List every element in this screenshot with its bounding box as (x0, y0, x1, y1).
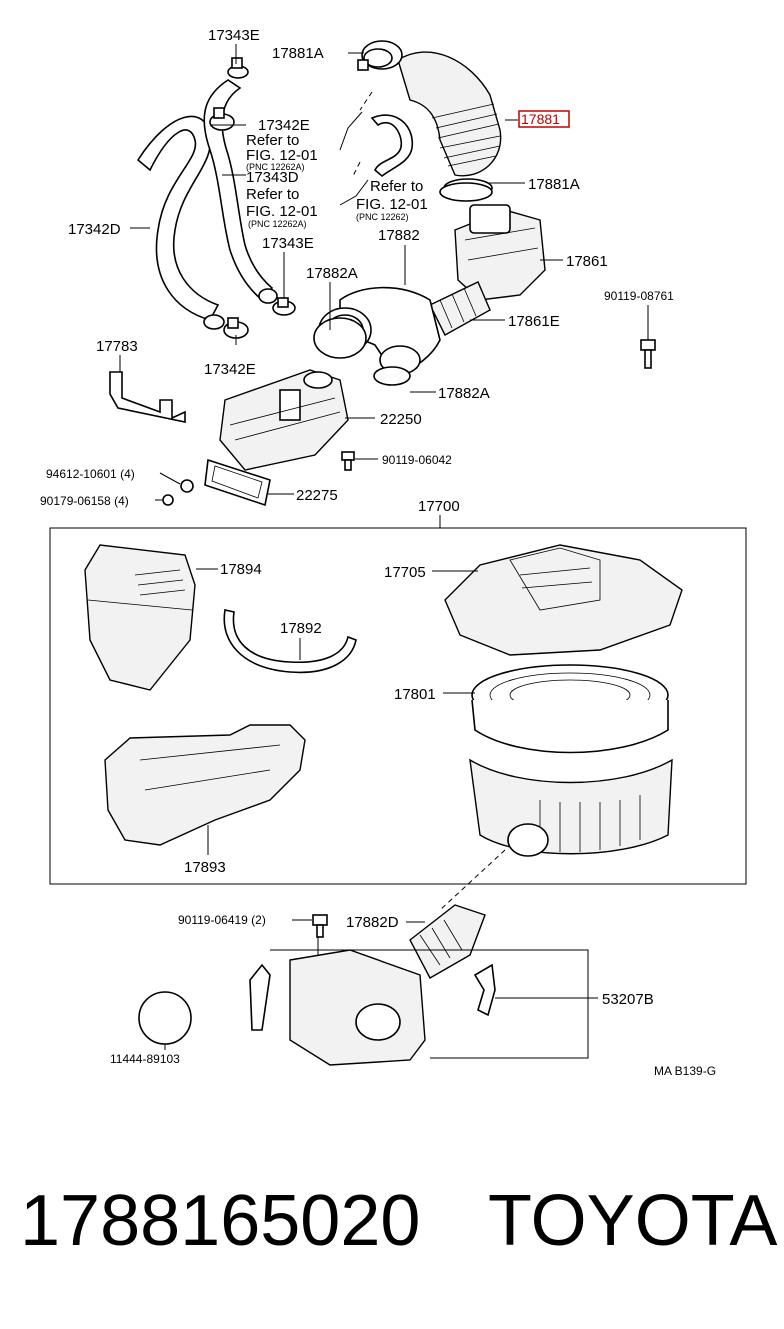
clamp-17343e-mid (272, 297, 296, 316)
label-17882a-left: 17882A (306, 265, 358, 282)
bolt-90119-06042 (341, 451, 355, 471)
bracket-17783 (109, 371, 186, 423)
vacuum-hose-small (370, 114, 413, 178)
part-number: 1788165020 (20, 1181, 421, 1261)
label-22250: 22250 (380, 411, 422, 428)
label-17881a-top: 17881A (272, 45, 324, 62)
label-17801: 17801 (394, 686, 436, 703)
label-refer1-b: FIG. 12-01 (246, 147, 318, 164)
clamp-17881a-mid (439, 182, 493, 202)
label-refer3-a: Refer to (370, 178, 423, 195)
bolt-90119-06419 (312, 914, 328, 938)
label-17705: 17705 (384, 564, 426, 581)
air-cleaner-case (469, 758, 673, 857)
label-94612: 94612-10601 (4) (46, 467, 135, 481)
bolt-90119-08761 (640, 339, 656, 369)
nut-90179 (162, 494, 174, 506)
hose-17861e (429, 281, 491, 336)
duct-17893 (104, 724, 306, 846)
label-53207b: 53207B (602, 991, 654, 1008)
footer: 1788165020 TOYOTA (0, 1180, 784, 1290)
bracket-lower (249, 949, 426, 1066)
label-17343d: 17343D (246, 169, 299, 186)
label-refer3-b: FIG. 12-01 (356, 196, 428, 213)
label-refer3-c: (PNC 12262) (356, 212, 409, 222)
clamp-17881a-top (357, 48, 393, 71)
label-17892: 17892 (280, 620, 322, 637)
air-cleaner-cap-17705 (444, 544, 683, 656)
label-17861: 17861 (566, 253, 608, 270)
label-refer2-a: Refer to (246, 186, 299, 203)
label-17342d: 17342D (68, 221, 121, 238)
clamp-17342e-top (209, 107, 235, 131)
hose-17882d (409, 904, 486, 979)
label-refer2-b: FIG. 12-01 (246, 203, 318, 220)
label-90119-08761: 90119-08761 (604, 289, 674, 303)
label-17882: 17882 (378, 227, 420, 244)
label-17894: 17894 (220, 561, 262, 578)
washer-94612 (180, 479, 194, 493)
gasket-22275 (204, 458, 271, 507)
label-17881a-mid: 17881A (528, 176, 580, 193)
air-duct-17861 (454, 204, 546, 301)
air-flow-meter-22250 (219, 369, 349, 471)
clamp-17342e-bot (223, 317, 249, 339)
resonator-17894 (84, 544, 196, 691)
label-90119-06419: 90119-06419 (2) (178, 913, 266, 927)
label-diagram-code: MA B139-G (654, 1064, 716, 1078)
air-element-17801 (471, 664, 669, 754)
assembly-box-17700 (49, 527, 747, 885)
label-90119-06042: 90119-06042 (382, 453, 452, 467)
label-refer1-a: Refer to (246, 132, 299, 149)
label-17893: 17893 (184, 859, 226, 876)
parts-diagram: 17343E 17881A 17881 17342E Refer to FIG.… (40, 27, 747, 1078)
label-refer1-c: (PNC 12262A) (246, 162, 305, 172)
label-17343e-top: 17343E (208, 27, 260, 44)
label-17343e-mid: 17343E (262, 235, 314, 252)
label-90179: 90179-06158 (4) (40, 494, 129, 508)
label-22275: 22275 (296, 487, 338, 504)
clamp-17343e-top (227, 57, 249, 79)
clamp-17882a-left (313, 317, 367, 359)
label-17861e: 17861E (508, 313, 560, 330)
hose-17343d (203, 79, 278, 304)
highlight-box-17881 (518, 110, 570, 128)
hose-17892 (223, 609, 357, 674)
label-refer2-c: (PNC 12262A) (248, 219, 307, 229)
label-17881-highlight: 17881 (521, 111, 560, 127)
cap-11444 (138, 991, 192, 1045)
label-17342e-bot: 17342E (204, 361, 256, 378)
clamp-17882a-right (373, 366, 411, 386)
clip-53207b (473, 963, 496, 1017)
label-11444: 11444-89103 (110, 1052, 180, 1066)
label-17700: 17700 (418, 498, 460, 515)
label-17882a-right: 17882A (438, 385, 490, 402)
brand-name: TOYOTA (488, 1181, 778, 1261)
label-17882d: 17882D (346, 914, 399, 931)
label-17783: 17783 (96, 338, 138, 355)
label-17342e-top: 17342E (258, 117, 310, 134)
